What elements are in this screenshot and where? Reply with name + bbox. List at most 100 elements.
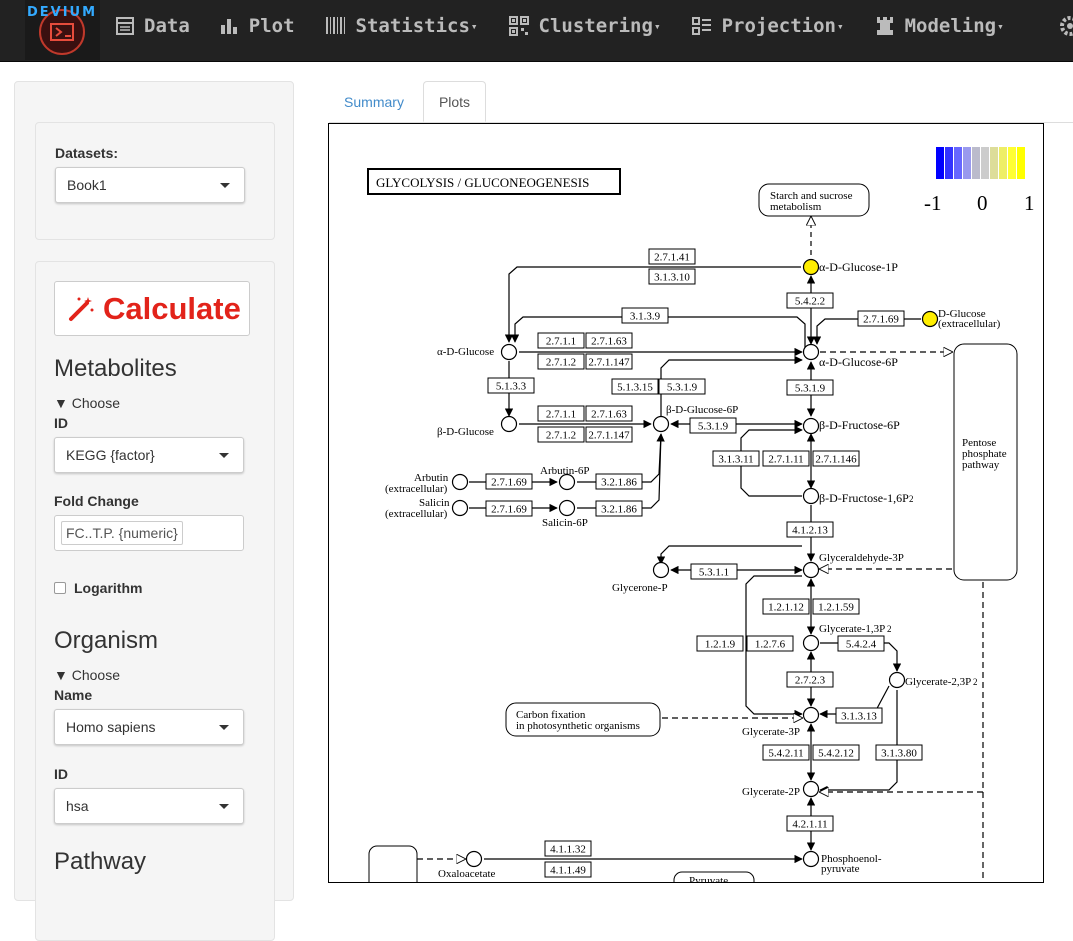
compound-node-d-glucose-ext[interactable]: [921, 310, 939, 328]
enzyme-box-5-4-2-12[interactable]: 5.4.2.12: [812, 744, 860, 761]
enzyme-box-frame: [786, 292, 834, 309]
devium-logo[interactable]: DEVIUM: [25, 0, 100, 60]
enzyme-box-2-7-1-69[interactable]: 2.7.1.69: [857, 310, 905, 327]
enzyme-box-4-1-2-13[interactable]: 4.1.2.13: [786, 521, 834, 538]
compound-node-glyceraldehyde-3p[interactable]: [802, 561, 820, 579]
enzyme-box-1-2-7-6[interactable]: 1.2.7.6: [746, 635, 794, 652]
enzyme-box-3-1-3-13[interactable]: 3.1.3.13: [835, 707, 883, 724]
nav-data[interactable]: Data: [115, 0, 190, 52]
enzyme-box-5-1-3-3[interactable]: 5.1.3.3: [487, 377, 535, 394]
metabolite-id-label: ID: [54, 415, 68, 431]
enzyme-box-3-1-3-9[interactable]: 3.1.3.9: [621, 307, 669, 324]
enzyme-box-5-4-2-2[interactable]: 5.4.2.2: [786, 292, 834, 309]
enzyme-box-2-7-1-2[interactable]: 2.7.1.2: [537, 353, 585, 370]
compound-node-glycerone-p[interactable]: [652, 561, 670, 579]
compound-node-glycerate-13p[interactable]: [802, 634, 820, 652]
tca-cycle-box[interactable]: [368, 845, 418, 883]
logarithm-checkbox[interactable]: [54, 582, 66, 594]
enzyme-box-frame: [595, 473, 643, 490]
datasets-select[interactable]: Book1: [55, 167, 245, 203]
compound-node-a-glucose[interactable]: [500, 343, 518, 361]
enzyme-box-5-3-1-9[interactable]: 5.3.1.9: [658, 378, 706, 395]
enzyme-box-2-7-1-69[interactable]: 2.7.1.69: [485, 500, 533, 517]
enzyme-box-2-7-1-146[interactable]: 2.7.1.146: [812, 450, 860, 467]
enzyme-box-5-3-1-1[interactable]: 5.3.1.1: [690, 563, 738, 580]
enzyme-box-4-1-1-49[interactable]: 4.1.1.49: [544, 861, 592, 878]
enzyme-box-2-7-1-2[interactable]: 2.7.1.2: [537, 426, 585, 443]
enzyme-box-1-2-1-9[interactable]: 1.2.1.9: [696, 635, 744, 652]
pentose-phosphate-box[interactable]: [953, 343, 1018, 581]
compound-node-b-fructose-16p2[interactable]: [802, 487, 820, 505]
enzyme-box-2-7-1-1[interactable]: 2.7.1.1: [537, 405, 585, 422]
enzyme-label: 3.1.3.10: [654, 272, 690, 284]
nav-modeling[interactable]: Modeling▾: [874, 0, 1004, 52]
legend-swatch: [945, 147, 953, 179]
enzyme-box-3-2-1-86[interactable]: 3.2.1.86: [595, 473, 643, 490]
enzyme-box-2-7-1-63[interactable]: 2.7.1.63: [585, 332, 633, 349]
enzyme-box-4-1-1-32[interactable]: 4.1.1.32: [544, 840, 592, 857]
enzyme-box-5-1-3-15[interactable]: 5.1.3.15: [611, 378, 659, 395]
enzyme-box-2-7-1-11[interactable]: 2.7.1.11: [762, 450, 810, 467]
enzyme-box-2-7-2-3[interactable]: 2.7.2.3: [786, 671, 834, 688]
nav-label: Statistics: [355, 15, 470, 37]
nav-label: Data: [144, 15, 190, 37]
compound-node-b-glucose[interactable]: [500, 415, 518, 433]
enzyme-box-frame: [762, 598, 810, 615]
enzyme-box-3-1-3-11[interactable]: 3.1.3.11: [712, 450, 760, 467]
compound-node-glycerate-2p[interactable]: [802, 780, 820, 798]
enzyme-box-5-3-1-9[interactable]: 5.3.1.9: [689, 417, 737, 434]
enzyme-box-2-7-1-147[interactable]: 2.7.1.147: [585, 353, 633, 370]
label-a-glucose-6p: α-D-Glucose-6P: [819, 355, 898, 369]
compound-node-salicin-6p[interactable]: [558, 499, 576, 517]
compound-node-arbutin-6p[interactable]: [558, 473, 576, 491]
organism-id-select[interactable]: hsa: [54, 788, 244, 824]
compound-node-phosphoenolpyruvate[interactable]: [802, 850, 820, 868]
enzyme-label: 3.2.1.86: [601, 477, 637, 489]
nav-plot[interactable]: Plot: [220, 0, 295, 52]
tab-summary[interactable]: Summary: [344, 94, 404, 110]
compound-node-oxaloacetate[interactable]: [465, 850, 483, 868]
enzyme-label: 3.2.1.86: [601, 504, 637, 516]
carbon-fixation-box[interactable]: [505, 702, 661, 737]
legend-swatch: [972, 147, 980, 179]
enzyme-box-2-7-1-1[interactable]: 2.7.1.1: [537, 332, 585, 349]
enzyme-box-frame: [812, 744, 860, 761]
compound-node-glycerate-23p[interactable]: [888, 671, 906, 689]
enzyme-box-2-7-1-63[interactable]: 2.7.1.63: [585, 405, 633, 422]
compound-node-b-glucose-6p[interactable]: [652, 415, 670, 433]
compound-node-b-fructose-6p[interactable]: [802, 417, 820, 435]
enzyme-box-4-2-1-11[interactable]: 4.2.1.11: [786, 815, 834, 832]
organism-choose-toggle[interactable]: ▼ Choose: [54, 667, 121, 683]
compound-node-a-glucose-1p[interactable]: [802, 258, 820, 276]
enzyme-box-3-2-1-86[interactable]: 3.2.1.86: [595, 500, 643, 517]
compound-node-glycerate-3p[interactable]: [802, 706, 820, 724]
enzyme-box-5-4-2-4[interactable]: 5.4.2.4: [837, 635, 885, 652]
compound-node-arbutin-ext[interactable]: [451, 473, 469, 491]
nav-clustering[interactable]: Clustering▾: [508, 0, 661, 52]
enzyme-box-frame: [875, 744, 923, 761]
enzyme-box-2-7-1-41[interactable]: 2.7.1.41: [648, 248, 696, 265]
enzyme-box-2-7-1-69[interactable]: 2.7.1.69: [485, 473, 533, 490]
enzyme-box-1-2-1-12[interactable]: 1.2.1.12: [762, 598, 810, 615]
nav-statistics[interactable]: Statistics▾: [325, 0, 478, 52]
organism-name-select[interactable]: Homo sapiens: [54, 709, 244, 745]
enzyme-box-1-2-1-59[interactable]: 1.2.1.59: [812, 598, 860, 615]
metabolite-id-select[interactable]: KEGG {factor}: [54, 437, 244, 473]
enzyme-box-5-3-1-9[interactable]: 5.3.1.9: [786, 379, 834, 396]
legend-swatch: [981, 147, 989, 179]
metabolites-choose-toggle[interactable]: ▼ Choose: [54, 395, 121, 411]
tab-plots[interactable]: Plots: [423, 81, 486, 122]
enzyme-box-2-7-1-147[interactable]: 2.7.1.147: [585, 426, 633, 443]
enzyme-box-5-4-2-11[interactable]: 5.4.2.11: [762, 744, 810, 761]
fold-change-input[interactable]: FC..T.P. {numeric}: [54, 515, 244, 551]
enzyme-box-3-1-3-10[interactable]: 3.1.3.10: [648, 268, 696, 285]
fold-change-tag[interactable]: FC..T.P. {numeric}: [61, 521, 183, 545]
nav-projection[interactable]: Projection▾: [691, 0, 844, 52]
gear-icon[interactable]: [1058, 14, 1073, 43]
enzyme-box-3-1-3-80[interactable]: 3.1.3.80: [875, 744, 923, 761]
compound-node-salicin-ext[interactable]: [451, 499, 469, 517]
label-arbutin-line1: Arbutin: [414, 472, 449, 484]
calculate-button[interactable]: Calculate: [54, 281, 250, 336]
starch-metabolism-box[interactable]: [758, 183, 870, 217]
compound-node-a-glucose-6p[interactable]: [802, 343, 820, 361]
